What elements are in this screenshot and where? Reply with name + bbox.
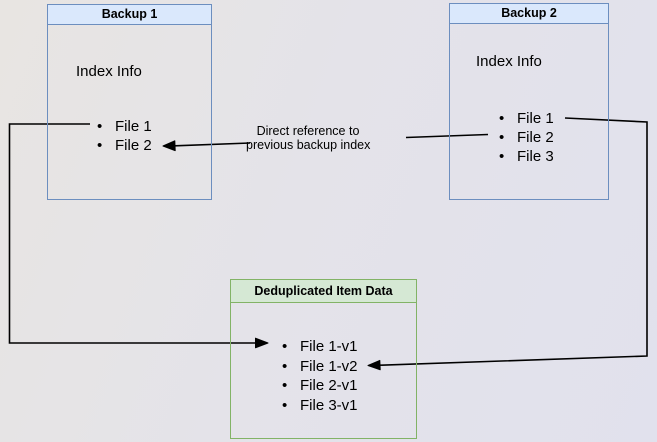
dedup-file-item: • File 2-v1 <box>282 376 358 396</box>
bullet-icon: • <box>97 136 103 154</box>
backup2-file-item: • File 1 <box>499 109 554 128</box>
file-label: File 2 <box>115 136 152 154</box>
file-label: File 3-v1 <box>300 396 358 414</box>
dedup-file-item: • File 1-v2 <box>282 357 358 377</box>
dedup-file-item: • File 3-v1 <box>282 396 358 416</box>
backup1-file-list: • File 1 • File 2 <box>97 117 152 155</box>
direct-reference-label-line1: Direct reference to <box>256 124 360 138</box>
backup2-box: Backup 2 Index Info • File 1 • File 2 • … <box>449 3 609 200</box>
dedup-file-list: • File 1-v1 • File 1-v2 • File 2-v1 • Fi… <box>282 337 358 415</box>
bullet-icon: • <box>97 117 103 135</box>
bullet-icon: • <box>282 338 288 355</box>
bullet-icon: • <box>282 396 288 414</box>
deduplicated-item-data-header: Deduplicated Item Data <box>231 280 416 303</box>
bullet-icon: • <box>282 377 288 394</box>
backup2-file-list: • File 1 • File 2 • File 3 <box>499 109 554 166</box>
backup1-file-item: • File 1 <box>97 117 152 136</box>
direct-reference-label: Direct reference to previous backup inde… <box>246 124 370 152</box>
file-label: File 1 <box>517 109 554 127</box>
backup1-file-item: • File 2 <box>97 136 152 155</box>
bullet-icon: • <box>282 357 288 375</box>
bullet-icon: • <box>499 147 505 165</box>
file-label: File 2 <box>517 128 554 146</box>
file-label: File 2-v1 <box>300 377 358 394</box>
dedup-file-item: • File 1-v1 <box>282 337 358 357</box>
backup2-header: Backup 2 <box>450 4 608 24</box>
file-label: File 3 <box>517 147 554 165</box>
bullet-icon: • <box>499 128 505 146</box>
backup2-file-item: • File 3 <box>499 147 554 166</box>
file-label: File 1-v2 <box>300 357 358 375</box>
backup1-header: Backup 1 <box>48 5 211 25</box>
deduplicated-item-data-box: Deduplicated Item Data • File 1-v1 • Fil… <box>230 279 417 439</box>
direct-reference-label-line2: previous backup index <box>246 138 371 152</box>
backup2-file-item: • File 2 <box>499 128 554 147</box>
file-label: File 1 <box>115 117 152 135</box>
backup1-box: Backup 1 Index Info • File 1 • File 2 <box>47 4 212 200</box>
file-label: File 1-v1 <box>300 338 358 355</box>
backup2-index-info-label: Index Info <box>476 53 542 70</box>
backup1-index-info-label: Index Info <box>76 63 142 80</box>
bullet-icon: • <box>499 109 505 127</box>
